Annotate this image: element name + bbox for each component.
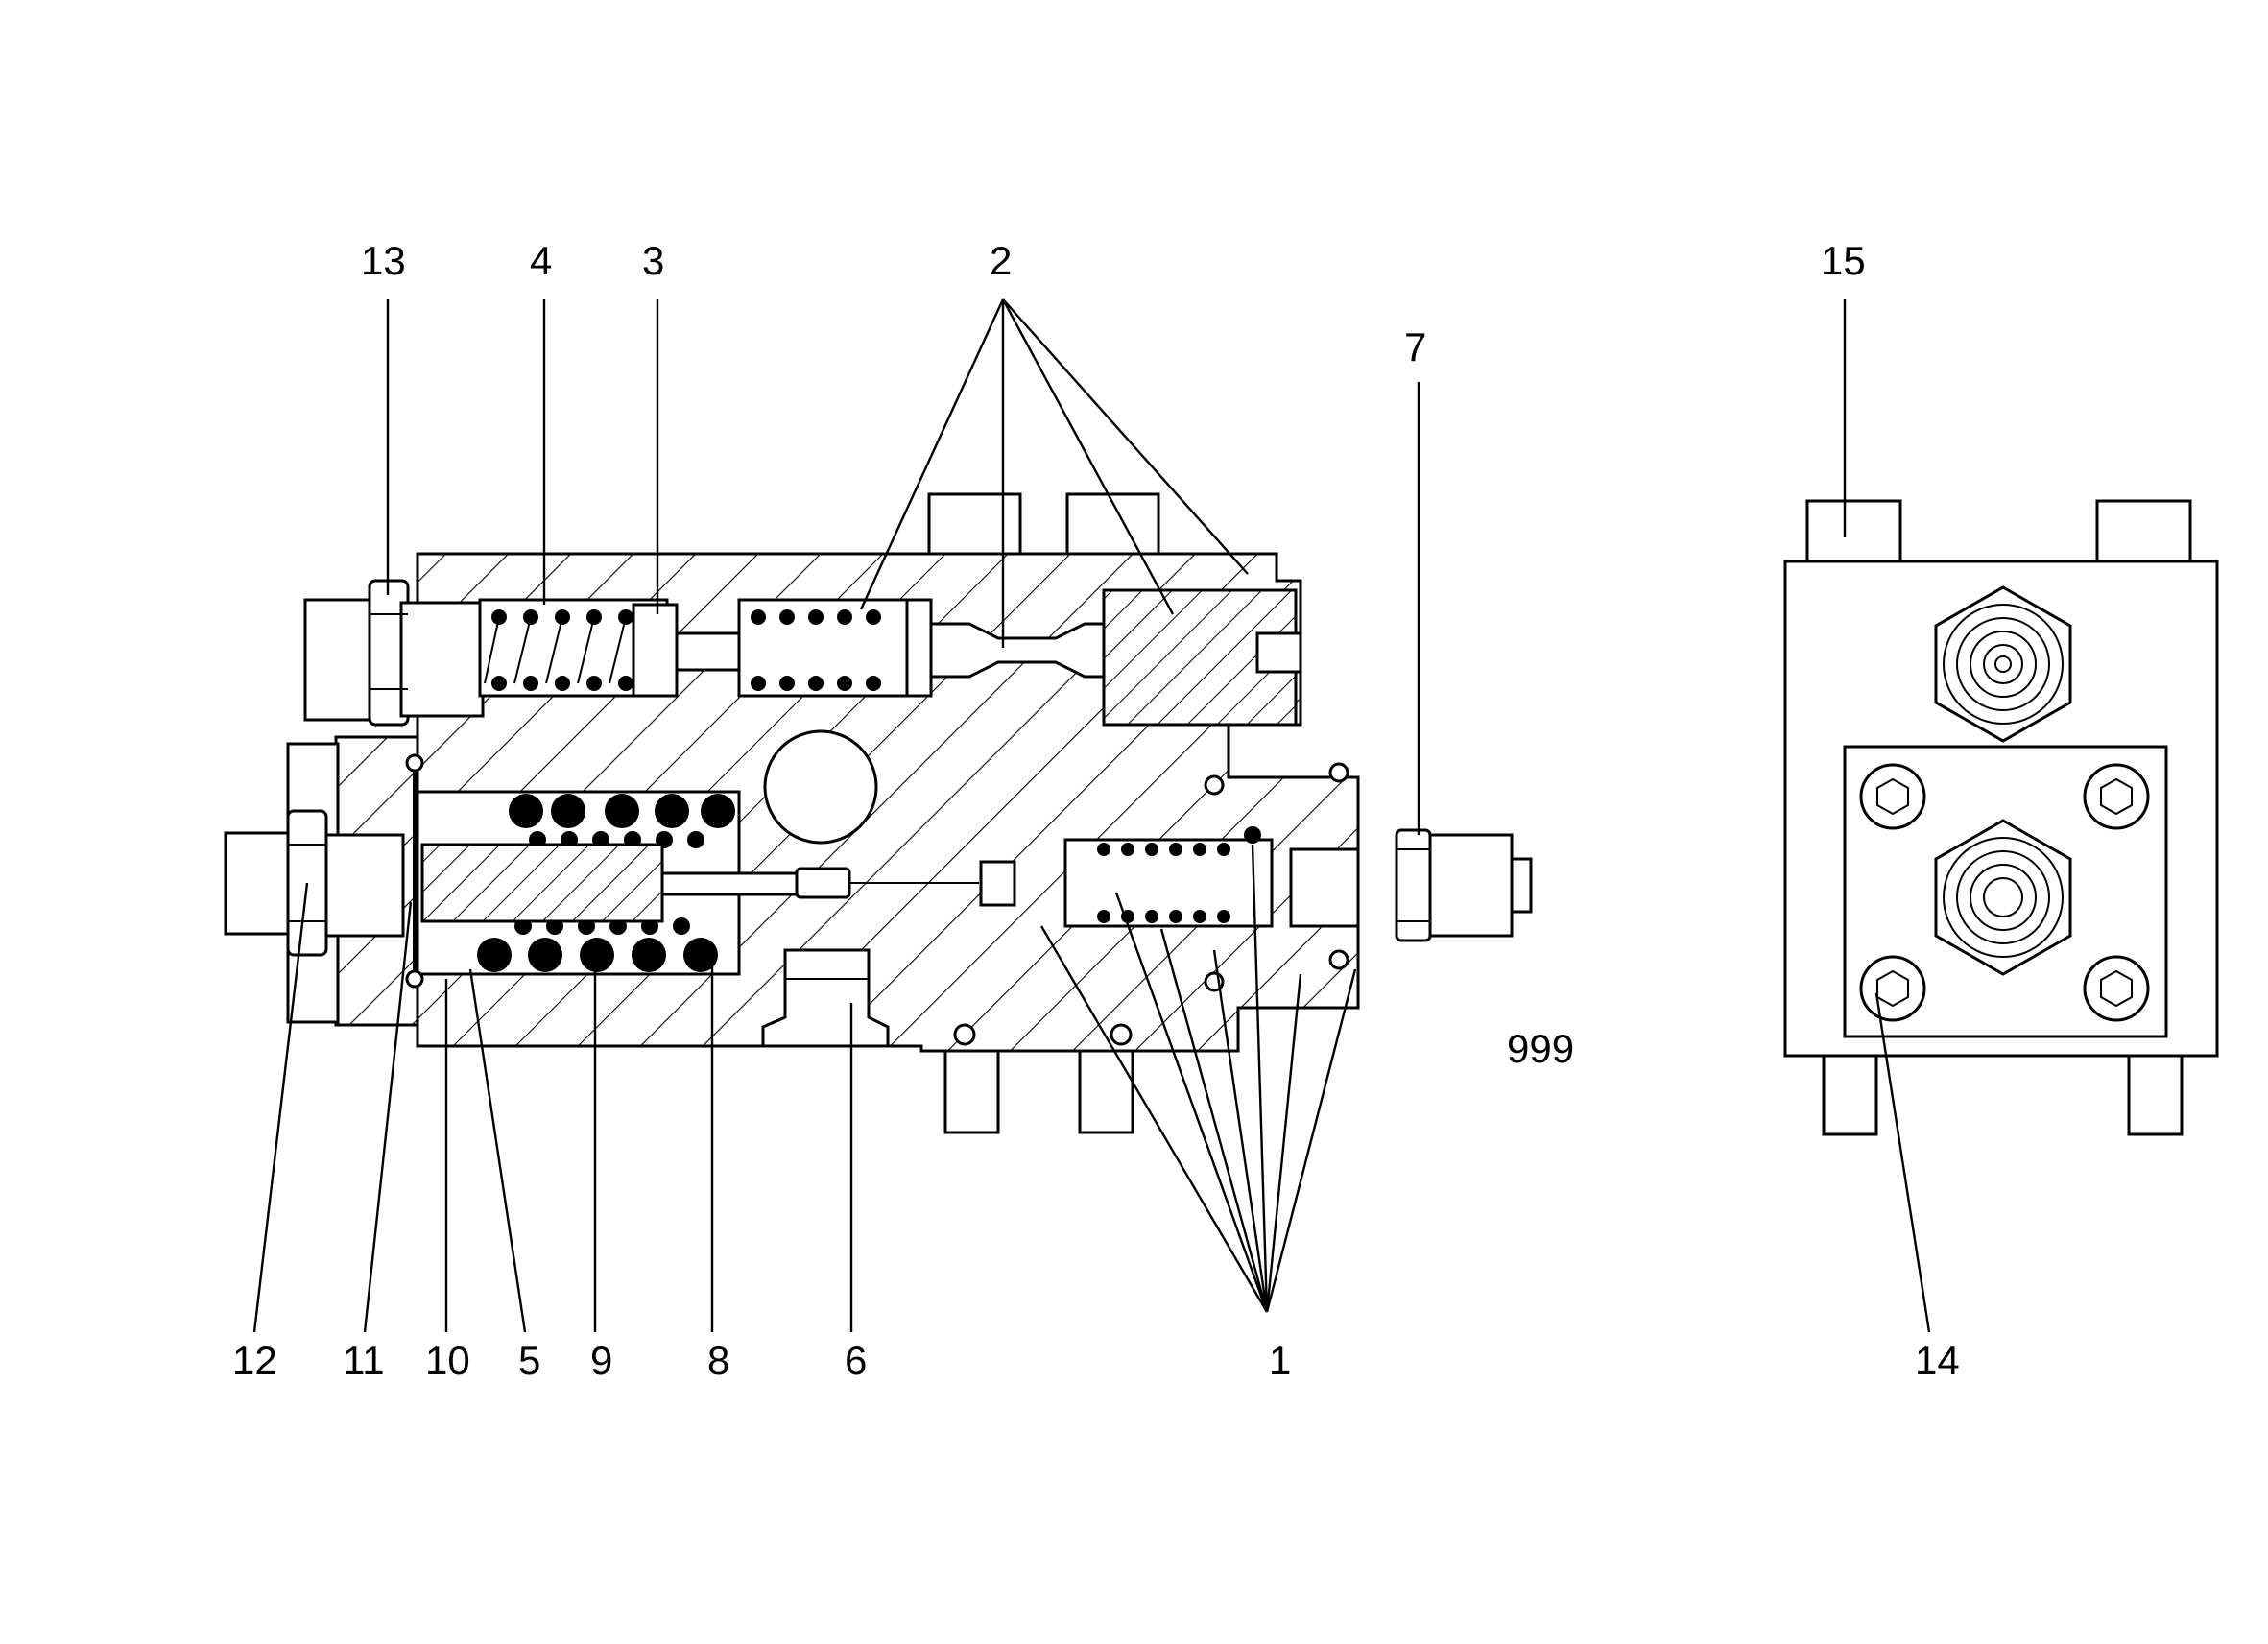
right-valve-bore: [1063, 838, 1274, 928]
oring-bottom-11: [405, 969, 424, 989]
oring-top-11: [405, 753, 424, 773]
spring-1: [1097, 826, 1261, 923]
callout-8: 8: [707, 1338, 729, 1383]
rod-lower: [660, 871, 799, 896]
upper-right-port: [1255, 631, 1302, 674]
spring-2: [751, 609, 881, 691]
spring-9: [477, 794, 735, 972]
callout-5: 5: [518, 1338, 540, 1383]
callout-11: 11: [343, 1338, 385, 1383]
drawing-id: 999: [1507, 1026, 1574, 1071]
leader-lines: [252, 298, 1931, 1333]
callout-6: 6: [845, 1338, 867, 1383]
callout-14: 14: [1915, 1338, 1960, 1383]
callout-1: 1: [1269, 1338, 1291, 1383]
callout-3: 3: [642, 238, 664, 283]
end-view-stud-left: [1822, 1054, 1878, 1136]
spool-stop: [905, 598, 933, 698]
callout-15: 15: [1821, 238, 1866, 283]
spring-4: [484, 609, 633, 691]
piston-3: [632, 603, 679, 698]
right-poppet: [979, 860, 1016, 907]
port-hex-upper: [1934, 585, 2072, 743]
callout-2: 2: [990, 238, 1012, 283]
callout-12: 12: [232, 1338, 277, 1383]
callout-10: 10: [425, 1338, 470, 1383]
mounting-studs-section: [943, 762, 1349, 1134]
top-boss-right: [1065, 492, 1160, 556]
fitting-13: [303, 579, 485, 727]
fitting-7: [1395, 828, 1533, 942]
callout-9: 9: [590, 1338, 612, 1383]
rod-upper: [675, 631, 746, 672]
piston-10: [420, 843, 664, 923]
check-ball: [763, 729, 878, 845]
end-view-stud-right: [2127, 1054, 2184, 1136]
callout-labels: 13 4 3 2 7 15 12 11 10 5 9 8 6 1 14 999: [232, 238, 1960, 1383]
callout-4: 4: [530, 238, 552, 283]
fitting-12: [224, 809, 405, 957]
end-view-boss-left: [1805, 499, 1902, 563]
socket-screws: [1859, 763, 2150, 1022]
top-boss-left: [927, 492, 1022, 556]
callout-7: 7: [1404, 324, 1426, 369]
upper-right-insert: [1102, 588, 1298, 727]
end-view: [1783, 499, 2219, 1136]
rod-end: [795, 867, 851, 899]
port-hex-lower: [1934, 819, 2072, 976]
end-view-boss-right: [2095, 499, 2192, 563]
callout-13: 13: [361, 238, 406, 283]
plug-6: [761, 948, 890, 1048]
section-view: [224, 492, 1533, 1134]
right-end-fitting-body: [1289, 847, 1360, 928]
